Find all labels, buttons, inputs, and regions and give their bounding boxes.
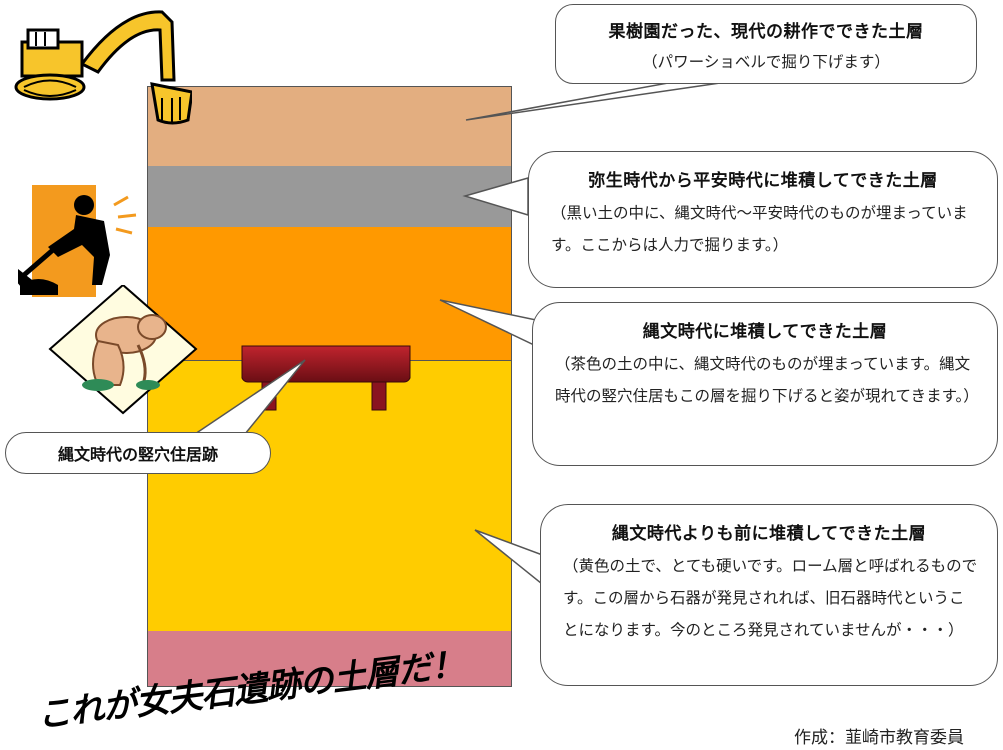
- digging-worker-icon: [18, 185, 137, 297]
- layer-yayoi-heian: [148, 166, 512, 227]
- layer-bottom: [148, 631, 512, 687]
- callout-modern-layer: 果樹園だった、現代の耕作でできた土層 （パワーショベルで掘り下げます）: [555, 4, 977, 84]
- callout-body: （パワーショベルで掘り下げます）: [642, 53, 890, 71]
- layer-topsoil: [148, 87, 512, 166]
- callout-jomon-layer: 縄文時代に堆積してできた土層 （茶色の土の中に、縄文時代のものが埋まっています。…: [532, 302, 998, 466]
- callout-title: 果樹園だった、現代の耕作でできた土層: [608, 22, 924, 42]
- callout-yayoi-layer: 弥生時代から平安時代に堆積してできた土層 （黒い土の中に、縄文時代～平安時代のも…: [528, 151, 998, 288]
- callout-title: 縄文時代よりも前に堆積してできた土層: [611, 524, 927, 544]
- credit-text: 作成：韮崎市教育委員: [794, 728, 964, 748]
- callout-body: （黒い土の中に、縄文時代～平安時代のものが埋まっています。ここからは人力で掘りま…: [551, 204, 968, 254]
- callout-title: 縄文時代に堆積してできた土層: [642, 322, 888, 342]
- callout-prejomon-layer: 縄文時代よりも前に堆積してできた土層 （黄色の土で、とても硬いです。ローム層と呼…: [540, 504, 998, 686]
- pit-dwelling-label: 縄文時代の竪穴住居跡: [5, 432, 271, 474]
- kneeling-archaeologist-icon: [48, 285, 198, 415]
- callout-body: （黄色の土で、とても硬いです。ローム層と呼ばれるものです。この層から石器が発見さ…: [563, 557, 978, 639]
- callout-title: 弥生時代から平安時代に堆積してできた土層: [588, 171, 938, 191]
- layer-pre-jomon: [148, 361, 512, 631]
- callout-body: （茶色の土の中に、縄文時代のものが埋まっています。縄文時代の竪穴住居もこの層を掘…: [555, 355, 979, 405]
- layer-jomon: [148, 227, 512, 361]
- excavator-icon: [14, 10, 192, 125]
